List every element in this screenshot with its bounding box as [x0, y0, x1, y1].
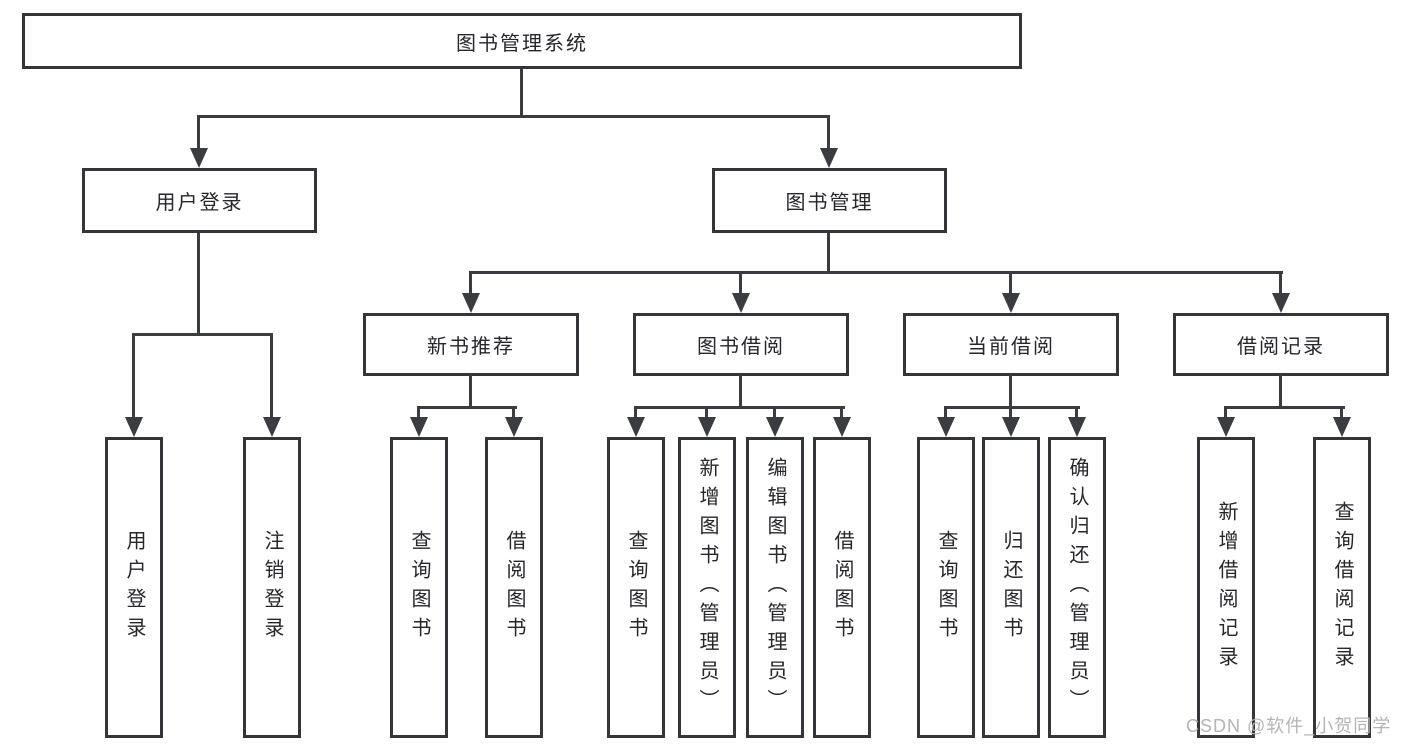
connector-to-leaf-logout	[270, 333, 273, 419]
arrowhead-current-borrow	[1002, 293, 1020, 313]
arrowhead-leaf-logout	[263, 417, 281, 437]
leaf-confirm-return-admin: 确认归还（管理员）	[1048, 437, 1106, 738]
node-book-management: 图书管理	[712, 168, 947, 233]
connector-new-book-recommend-branch	[417, 406, 517, 409]
connector-to-leaf	[1075, 406, 1078, 420]
leaf-label: 借阅图书	[503, 529, 525, 646]
connector-borrow-record-branch	[1224, 406, 1345, 409]
connector-to-leaf	[634, 406, 637, 420]
csdn-watermark: CSDN @软件_小贺同学	[1186, 716, 1392, 736]
connector-new-book-recommend-stub	[469, 374, 472, 408]
leaf-query-book-1: 查询图书	[390, 437, 448, 738]
connector-level1-branch	[197, 115, 830, 118]
node-new-book-recommend-label: 新书推荐	[427, 336, 515, 358]
leaf-query-book-3: 查询图书	[917, 437, 975, 738]
connector-to-leaf	[1224, 406, 1227, 420]
arrowhead-leaf	[766, 417, 784, 437]
connector-to-book-management	[827, 115, 830, 151]
connector-current-borrow-stub	[1009, 374, 1012, 408]
node-book-management-label: 图书管理	[785, 192, 874, 214]
leaf-label: 查询图书	[408, 529, 430, 646]
node-user-login-label: 用户登录	[155, 192, 244, 214]
node-current-borrow-label: 当前借阅	[967, 336, 1055, 358]
leaf-query-borrow-record: 查询借阅记录	[1313, 437, 1371, 738]
arrowhead-user-login	[190, 148, 208, 168]
connector-user-login-stub	[197, 233, 200, 335]
leaf-label: 注销登录	[261, 529, 283, 646]
arrowhead-leaf	[1068, 417, 1086, 437]
arrowhead-leaf	[410, 417, 428, 437]
connector-to-leaf	[1340, 406, 1343, 420]
arrowhead-leaf	[505, 417, 523, 437]
arrowhead-book-management	[820, 148, 838, 168]
arrowhead-leaf-user-login	[125, 417, 143, 437]
leaf-logout: 注销登录	[243, 437, 301, 738]
connector-to-user-login	[197, 115, 200, 151]
connector-book-borrow-branch	[634, 406, 845, 409]
node-borrow-record-label: 借阅记录	[1237, 336, 1325, 358]
connector-to-book-borrow	[739, 271, 742, 295]
arrowhead-leaf	[1217, 417, 1235, 437]
node-new-book-recommend: 新书推荐	[363, 313, 579, 376]
leaf-borrow-book-1: 借阅图书	[485, 437, 543, 738]
connector-user-login-branch	[132, 333, 273, 336]
connector-to-leaf-user-login	[132, 333, 135, 419]
arrowhead-leaf	[833, 417, 851, 437]
connector-current-borrow-branch	[944, 406, 1080, 409]
connector-book-management-stub	[827, 233, 830, 273]
leaf-borrow-book-2: 借阅图书	[813, 437, 871, 738]
leaf-label: 确认归还（管理员）	[1066, 457, 1088, 718]
leaf-return-book: 归还图书	[982, 437, 1040, 738]
node-user-login: 用户登录	[82, 168, 317, 233]
leaf-add-borrow-record: 新增借阅记录	[1197, 437, 1255, 738]
leaf-edit-book-admin: 编辑图书（管理员）	[746, 437, 804, 738]
node-book-borrow: 图书借阅	[633, 313, 849, 376]
connector-to-leaf	[512, 406, 515, 420]
connector-to-new-book-recommend	[469, 271, 472, 295]
connector-to-current-borrow	[1009, 271, 1012, 295]
arrowhead-leaf	[627, 417, 645, 437]
connector-to-leaf	[417, 406, 420, 420]
connector-borrow-record-stub	[1279, 374, 1282, 408]
node-borrow-record: 借阅记录	[1173, 313, 1389, 376]
leaf-label: 新增借阅记录	[1215, 500, 1237, 675]
arrowhead-leaf	[937, 417, 955, 437]
connector-level3-branch	[469, 271, 1283, 274]
leaf-label: 用户登录	[123, 529, 145, 646]
leaf-label: 编辑图书（管理员）	[764, 457, 786, 718]
leaf-label: 借阅图书	[831, 529, 853, 646]
leaf-label: 查询图书	[625, 529, 647, 646]
arrowhead-new-book-recommend	[462, 293, 480, 313]
connector-to-borrow-record	[1279, 271, 1282, 295]
leaf-label: 查询图书	[935, 529, 957, 646]
leaf-add-book-admin: 新增图书（管理员）	[678, 437, 736, 738]
leaf-label: 新增图书（管理员）	[696, 457, 718, 718]
node-book-borrow-label: 图书借阅	[697, 336, 785, 358]
arrowhead-leaf	[1333, 417, 1351, 437]
connector-to-leaf	[773, 406, 776, 420]
connector-to-leaf	[705, 406, 708, 420]
connector-to-leaf	[944, 406, 947, 420]
arrowhead-borrow-record	[1272, 293, 1290, 313]
connector-root-stub	[520, 69, 523, 117]
node-root: 图书管理系统	[22, 13, 1022, 69]
leaf-user-login: 用户登录	[105, 437, 163, 738]
arrowhead-leaf	[698, 417, 716, 437]
leaf-query-book-2: 查询图书	[607, 437, 665, 738]
connector-to-leaf	[840, 406, 843, 420]
leaf-label: 查询借阅记录	[1331, 500, 1353, 675]
arrowhead-leaf	[1002, 417, 1020, 437]
leaf-label: 归还图书	[1000, 529, 1022, 646]
connector-to-leaf	[1009, 406, 1012, 420]
connector-book-borrow-stub	[739, 374, 742, 408]
node-root-label: 图书管理系统	[456, 32, 588, 55]
arrowhead-book-borrow	[732, 293, 750, 313]
node-current-borrow: 当前借阅	[903, 313, 1119, 376]
